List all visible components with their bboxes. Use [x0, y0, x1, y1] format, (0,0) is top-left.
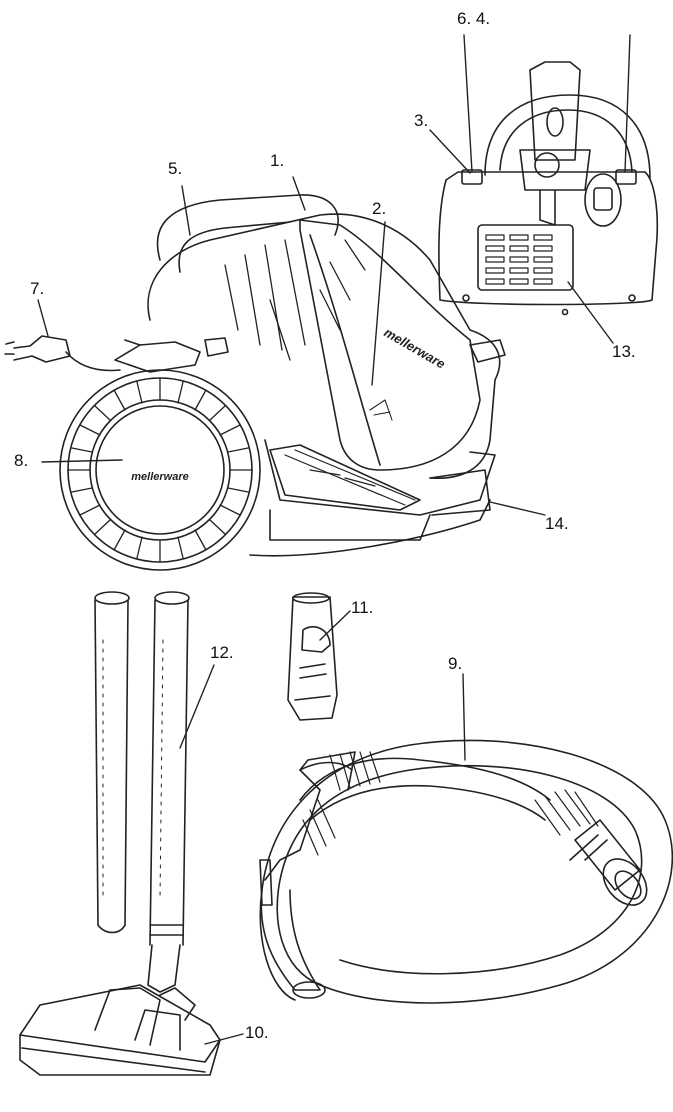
crevice-tool — [287, 592, 338, 721]
label-11: 11. — [351, 598, 374, 617]
label-12: 12. — [210, 643, 234, 662]
label-10: 10. — [245, 1023, 269, 1042]
label-2: 2. — [372, 199, 387, 218]
label-14: 14. — [545, 514, 569, 533]
container-brand-logo: mellerware — [382, 325, 448, 372]
floor-nozzle — [19, 984, 221, 1076]
main-vacuum-unit — [4, 194, 506, 571]
extension-tubes — [94, 591, 190, 993]
rear-view-unit — [438, 61, 659, 316]
label-13: 13. — [612, 342, 636, 361]
label-3: 3. — [414, 111, 429, 130]
label-1: 1. — [270, 151, 285, 170]
label-5: 5. — [168, 159, 183, 178]
container-detail — [369, 399, 393, 421]
label-8: 8. — [14, 451, 29, 470]
label-9: 9. — [448, 654, 463, 673]
label-6-4: 6. 4. — [457, 9, 491, 28]
label-7: 7. — [30, 279, 45, 298]
front-brand-logo: mellerware — [131, 471, 188, 483]
leader-lines — [37, 34, 631, 1045]
flexible-hose — [259, 739, 673, 1004]
